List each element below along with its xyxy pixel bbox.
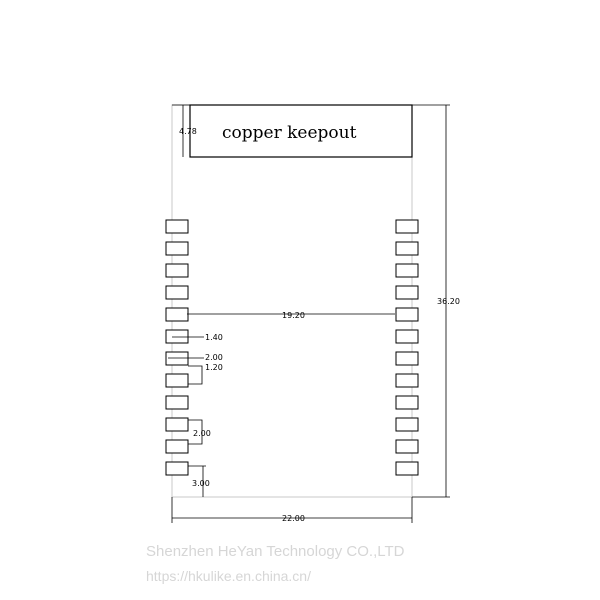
- pad-left-2: [165, 241, 189, 256]
- pad-column-left: [165, 219, 189, 476]
- pad-left-7: [165, 351, 189, 366]
- pad-left-1: [165, 219, 189, 234]
- pad-left-9: [165, 395, 189, 410]
- pad-right-8: [395, 373, 419, 388]
- pad-gap-label: 1.20: [205, 363, 223, 372]
- pad-right-7: [395, 351, 419, 366]
- overall-width-label: 22.00: [282, 514, 305, 523]
- pad-right-6: [395, 329, 419, 344]
- pad-pitch-leader: [188, 419, 203, 445]
- pad-right-5: [395, 307, 419, 322]
- copper-keepout-label: copper keepout: [222, 123, 357, 143]
- pad-gap-leader: [188, 365, 203, 385]
- pad-width-label: 1.40: [205, 333, 223, 342]
- pad-right-9: [395, 395, 419, 410]
- pad-left-11: [165, 439, 189, 454]
- pad-right-10: [395, 417, 419, 432]
- pad-pitch-label: 2.00: [193, 429, 211, 438]
- bottom-offset-label: 3.00: [192, 479, 210, 488]
- pad-right-11: [395, 439, 419, 454]
- pad-right-1: [395, 219, 419, 234]
- module-outline: [171, 104, 413, 498]
- pad-right-2: [395, 241, 419, 256]
- copper-keepout-region: [189, 104, 413, 158]
- keepout-height-label: 4.78: [179, 127, 197, 136]
- pad-column-right: [395, 219, 419, 476]
- pad-left-3: [165, 263, 189, 278]
- pad-left-8: [165, 373, 189, 388]
- watermark-url: https://hkulike.en.china.cn/: [146, 568, 311, 584]
- pad-row-spacing-label: 19.20: [282, 311, 305, 320]
- pad-left-5: [165, 307, 189, 322]
- pad-right-4: [395, 285, 419, 300]
- pad-left-10: [165, 417, 189, 432]
- overall-height-label: 36.20: [437, 297, 460, 306]
- watermark-company: Shenzhen HeYan Technology CO.,LTD: [146, 543, 405, 560]
- pad-right-12: [395, 461, 419, 476]
- pad-right-3: [395, 263, 419, 278]
- pad-left-6: [165, 329, 189, 344]
- pad-left-12: [165, 461, 189, 476]
- pad-length-label: 2.00: [205, 353, 223, 362]
- pad-left-4: [165, 285, 189, 300]
